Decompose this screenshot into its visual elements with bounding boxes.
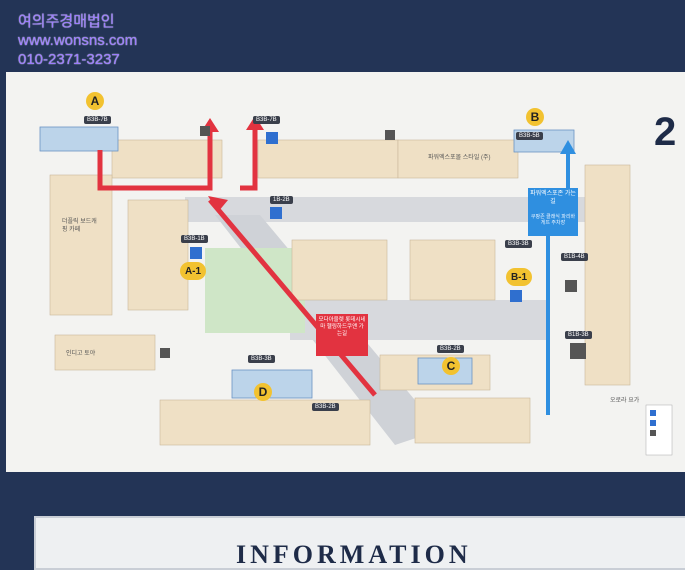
- legend-box: [645, 404, 673, 456]
- watermark: 여의주경매법인 www.wonsns.com 010-2371-3237: [18, 12, 137, 69]
- code-lower-left: B3B-2B: [312, 403, 339, 411]
- watermark-website: www.wonsns.com: [18, 32, 138, 49]
- red-route-note: 모다아울렛 롯데시네마 헬링하드쿠앤 가는길: [318, 317, 366, 337]
- information-title: INFORMATION: [236, 540, 472, 569]
- zone-a-badge: A: [86, 92, 104, 110]
- block-right-column: [584, 164, 631, 386]
- blue-info-box: [528, 188, 578, 236]
- floor-map: [39, 116, 673, 456]
- zone-d-panel: [231, 369, 313, 399]
- block-left-inner: [127, 199, 189, 311]
- shop-left-bottom-label: 인디고 토야: [66, 351, 96, 357]
- watermark-phone: 010-2371-3237: [18, 51, 120, 68]
- block-center: [291, 239, 388, 301]
- zone-a-code: B3B-7B: [84, 116, 111, 124]
- elevator-icon: [190, 247, 202, 259]
- zone-b1-badge: B-1: [506, 268, 532, 286]
- zone-a1-code: B3B-1B: [181, 235, 208, 243]
- block-top-strip: [111, 139, 223, 179]
- block-bottom-mid: [414, 397, 531, 444]
- zone-a-panel: [39, 126, 119, 152]
- zone-a1-badge: A-1: [180, 262, 206, 280]
- zone-b-badge: B: [526, 108, 544, 126]
- green-zone: [205, 248, 305, 333]
- block-left: [49, 174, 113, 316]
- red-route-2: [240, 128, 258, 191]
- shop-left-label: 더플릭 보드캐핑 카페: [62, 219, 97, 233]
- blue-route-note: 파워엑스포존 가는길: [530, 191, 576, 205]
- blue-route-subnote: 쿠팡존 클래식 파리바게뜨 주차장: [530, 214, 576, 226]
- red-route-diag: [208, 198, 377, 397]
- red-route: [97, 130, 213, 191]
- zone-c-code: B3B-2B: [437, 345, 464, 353]
- block-top-mid: [257, 139, 399, 179]
- zone-c-badge: C: [442, 357, 460, 375]
- escalator-icon: [270, 207, 282, 219]
- code-top-mid: B3B-7B: [253, 116, 280, 124]
- no-entry-icon: [385, 130, 395, 140]
- zone-b-code: B3B-5B: [516, 132, 543, 140]
- code-ramp: 1B-2B: [270, 196, 293, 204]
- red-arrow-diag: [208, 196, 228, 212]
- floor-number: 2: [654, 110, 677, 154]
- elevator-icon: [266, 132, 278, 144]
- block-left-low: [54, 334, 156, 371]
- shop-top-right-label: 파워엑스포몰 스타일 (주): [428, 155, 491, 161]
- shop-right-bottom-label: 오로라 요가: [610, 398, 640, 404]
- red-info-box: [316, 314, 368, 356]
- code-right-mid: B1B-3B: [565, 331, 592, 339]
- zone-d-code: B3B-3B: [248, 355, 275, 363]
- no-entry-icon: [160, 348, 170, 358]
- stairs-icon: [565, 280, 577, 292]
- no-entry-icon: [200, 126, 210, 136]
- stairs-icon: [570, 343, 586, 359]
- block-center-right: [409, 239, 496, 301]
- zone-b1-code: B3B-3B: [505, 240, 532, 248]
- zone-d-badge: D: [254, 383, 272, 401]
- watermark-company: 여의주경매법인: [18, 13, 115, 30]
- blue-arrow-up: [560, 140, 576, 154]
- elevator-icon: [510, 290, 522, 302]
- sign-frame: 여의주경매법인 www.wonsns.com 010-2371-3237 2 A…: [6, 12, 685, 570]
- code-right-top: B1B-4B: [561, 253, 588, 261]
- block-top-right: [397, 139, 519, 179]
